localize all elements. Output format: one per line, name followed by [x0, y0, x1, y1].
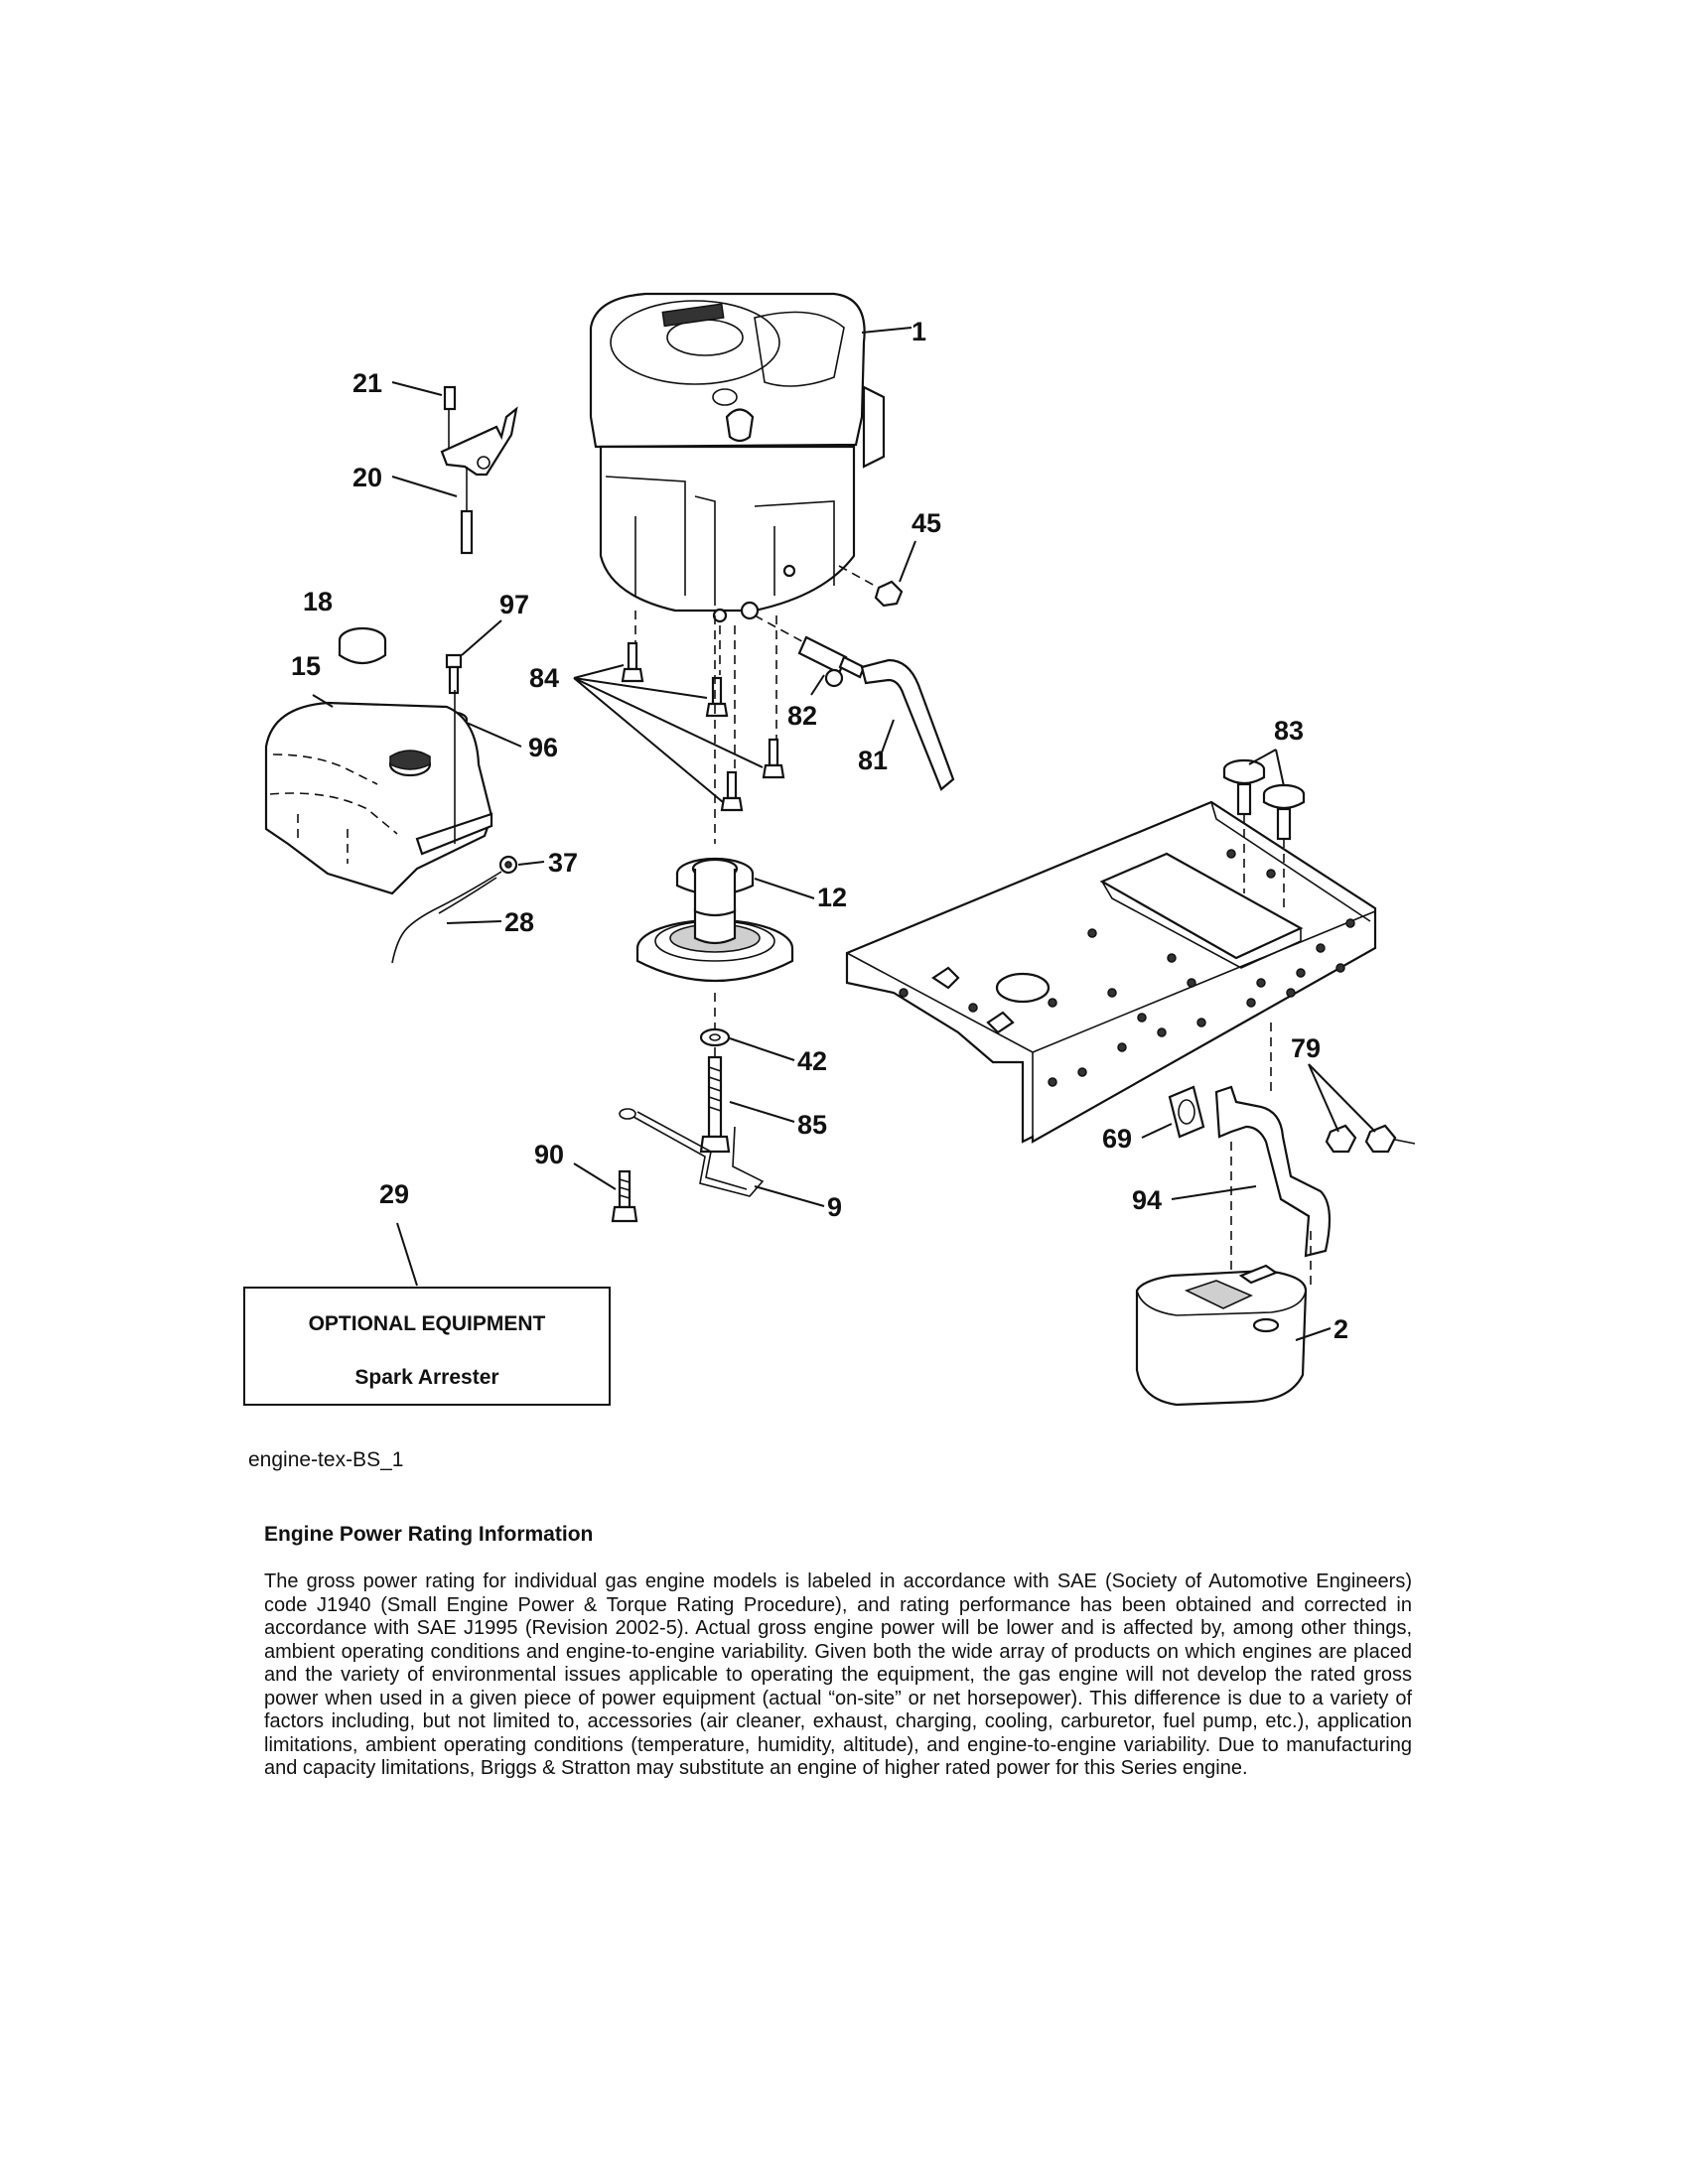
callout-45: 45	[912, 508, 941, 538]
callout-9: 9	[827, 1192, 842, 1222]
optional-equipment-item: Spark Arrester	[354, 1366, 499, 1389]
callout-96: 96	[528, 733, 558, 762]
part-45-nut	[838, 565, 904, 608]
callout-15: 15	[291, 651, 321, 681]
optional-equipment-box: OPTIONAL EQUIPMENT Spark Arrester	[243, 1287, 611, 1406]
callout-2: 2	[1333, 1314, 1348, 1344]
part-84-bolts	[621, 611, 785, 812]
callout-81: 81	[858, 746, 888, 775]
chassis-frame	[845, 800, 1377, 1144]
callout-42: 42	[797, 1046, 827, 1076]
callout-21: 21	[352, 368, 382, 398]
section-heading: Engine Power Rating Information	[264, 1523, 594, 1546]
callout-69: 69	[1102, 1124, 1132, 1154]
part-82-fitting	[754, 614, 866, 688]
callout-29: 29	[379, 1179, 409, 1209]
part-81-tube	[860, 658, 955, 791]
callout-79: 79	[1291, 1033, 1321, 1063]
part-79-nuts	[1325, 1124, 1416, 1154]
callout-82: 82	[787, 701, 817, 731]
exploded-parts-diagram: 45 1 21 20 18 97 96	[264, 292, 1416, 1407]
part-90-bolt	[611, 1169, 638, 1223]
callout-90: 90	[534, 1140, 564, 1169]
power-rating-paragraph: The gross power rating for individual ga…	[264, 1570, 1412, 1779]
part-83-knobs	[1222, 758, 1306, 913]
part-9-rod	[619, 1108, 765, 1197]
part-2-muffler	[1135, 1264, 1308, 1407]
callout-94: 94	[1132, 1185, 1162, 1215]
callout-18: 18	[303, 587, 333, 616]
callout-12: 12	[817, 883, 847, 912]
part-18-fuel-cap	[338, 626, 387, 665]
part-69-gasket	[1168, 1085, 1205, 1139]
part-12-pulley	[635, 615, 794, 982]
part-28-fuel-line	[391, 871, 502, 964]
callout-84: 84	[529, 663, 559, 693]
part-85-bolt	[699, 1047, 731, 1154]
part-94-exhaust-pipe	[1214, 1023, 1332, 1291]
callout-28: 28	[504, 907, 534, 937]
callout-20: 20	[352, 463, 382, 492]
diagram-reference-code: engine-tex-BS_1	[248, 1448, 404, 1471]
engine-part	[589, 292, 886, 623]
callout-85: 85	[797, 1110, 827, 1140]
optional-equipment-title: OPTIONAL EQUIPMENT	[308, 1312, 546, 1335]
part-37-clamp	[498, 855, 518, 875]
callout-37: 37	[548, 848, 578, 878]
part-20-21-throttle	[440, 385, 518, 555]
part-15-fuel-tank	[264, 690, 493, 895]
part-42-washer	[699, 993, 731, 1047]
callout-97: 97	[499, 590, 529, 619]
callout-1: 1	[912, 317, 926, 346]
callout-83: 83	[1274, 716, 1304, 746]
part-97-bolt	[445, 653, 463, 695]
